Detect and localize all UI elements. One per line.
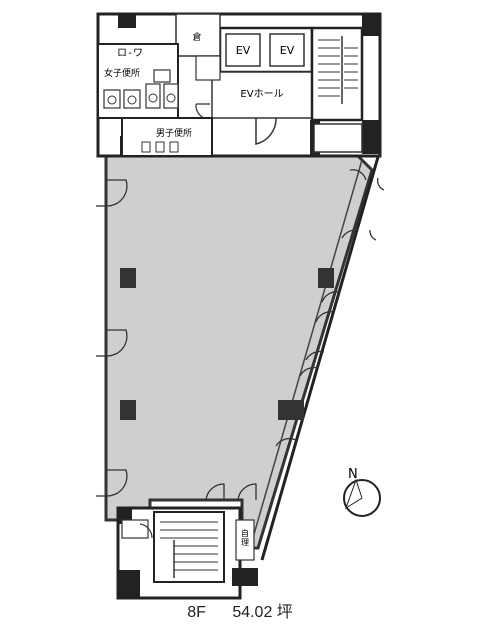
storage-room-label: 倉 xyxy=(192,31,201,43)
elevator-1 xyxy=(225,33,261,67)
svg-text:ロ-ワ: ロ-ワ xyxy=(117,48,143,59)
column xyxy=(278,400,304,420)
elevator-1-label: EV xyxy=(236,44,251,57)
womens-restroom-label: 女子便所 xyxy=(104,67,140,79)
column xyxy=(318,268,334,288)
floor-label: 8F xyxy=(187,604,206,621)
mens-restroom xyxy=(121,117,213,157)
storage-room xyxy=(175,13,221,57)
elevator-2 xyxy=(269,33,305,67)
column xyxy=(120,268,136,288)
north-arrow: N xyxy=(343,467,381,517)
floor-caption: 8F 54.02 坪 xyxy=(0,598,480,622)
mens-restroom-label: 男子便所 xyxy=(156,127,192,139)
floor-plan: EV EV EVホール 倉 女子便所 ロ-ワ 男子便所 xyxy=(96,12,385,600)
bottom-room-label: 自理 xyxy=(241,528,249,547)
column xyxy=(120,400,136,420)
office-area xyxy=(104,154,374,550)
ev-hall-label: EVホール xyxy=(240,88,283,100)
stairs-top xyxy=(310,26,364,122)
north-label: N xyxy=(348,467,358,482)
elevator-2-label: EV xyxy=(280,44,295,57)
floor-area: 54.02 坪 xyxy=(232,604,293,621)
